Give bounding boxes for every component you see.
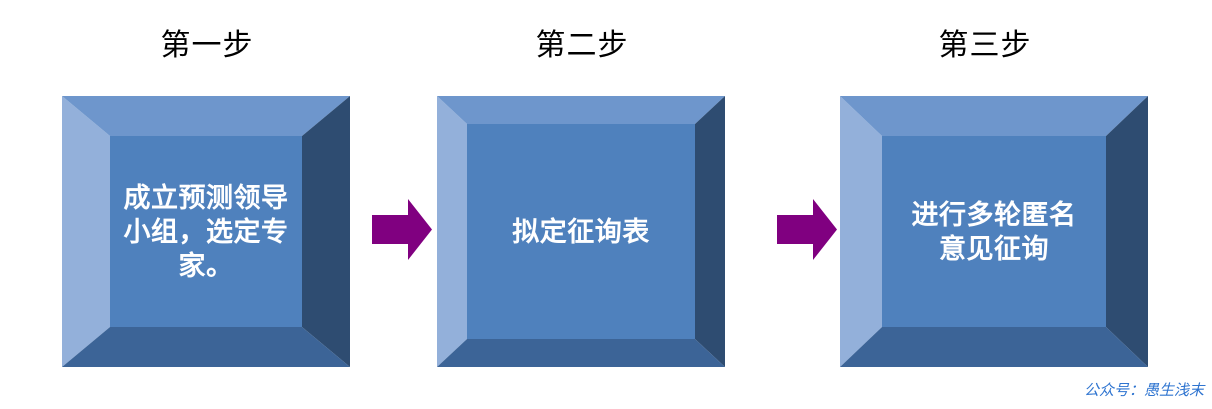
arrow-step1-to-step2 (372, 199, 432, 260)
process-box-inner-face: 成立预测领导 小组，选定专 家。 (110, 136, 302, 327)
arrow-shape (777, 199, 837, 260)
process-box-label-2: 拟定征询表 (512, 216, 650, 247)
process-box-inner-face: 拟定征询表 (467, 124, 695, 339)
process-box-1[interactable]: 成立预测领导 小组，选定专 家。 (62, 96, 350, 367)
step-caption-2: 第二步 (535, 29, 629, 62)
process-box-inner-face: 进行多轮匿名 意见征询 (882, 136, 1106, 327)
process-box-label-3: 进行多轮匿名 意见征询 (911, 199, 1077, 264)
process-box-3[interactable]: 进行多轮匿名 意见征询 (840, 96, 1148, 367)
process-box-2[interactable]: 拟定征询表 (437, 96, 725, 367)
arrow-shape (372, 199, 432, 260)
watermark-text: 公众号：愚生浅末 (1083, 383, 1204, 399)
step-caption-1: 第一步 (160, 29, 254, 62)
step-caption-3: 第三步 (938, 29, 1032, 62)
arrow-step2-to-step3 (777, 199, 837, 260)
process-box-label-1: 成立预测领导 小组，选定专 家。 (123, 182, 289, 281)
